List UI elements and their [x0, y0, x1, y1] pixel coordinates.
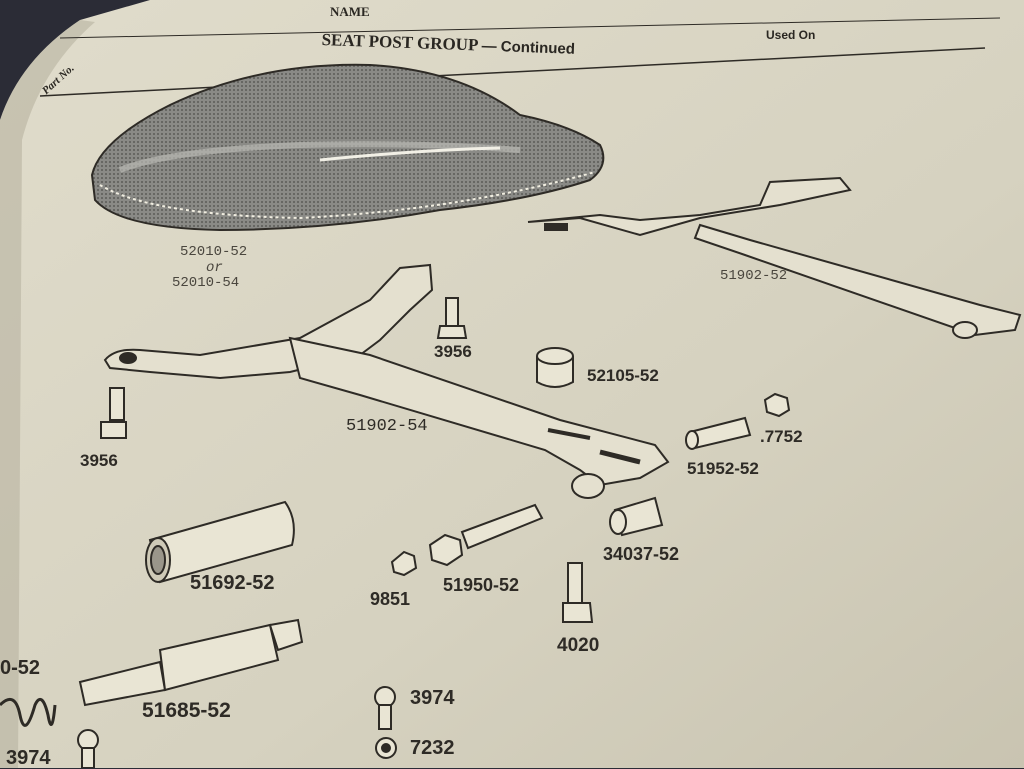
- screw-3974-lower-illustration: [77, 729, 99, 768]
- seat-part-number-alt: 52010-54: [172, 275, 240, 291]
- header-rule-2: [59, 17, 1001, 39]
- tube-51692-52-illustration: [145, 500, 295, 584]
- part-label-51902-52: 51902-52: [720, 268, 788, 284]
- nut-7752-illustration: [763, 392, 791, 418]
- spacer-52105-52-illustration: [536, 347, 574, 388]
- part-label-51950-52: 51950-52: [443, 575, 520, 595]
- washer-7232-illustration: [375, 737, 397, 759]
- bolt-4020-illustration: [562, 562, 594, 623]
- part-label-3974: 3974: [410, 687, 455, 709]
- name-column-label: NAME: [330, 4, 370, 19]
- part-label-34037-52: 34037-52: [603, 544, 680, 564]
- seat-part-or: or: [206, 260, 223, 276]
- seat-illustration: [90, 63, 605, 232]
- part-label-51685-52: 51685-52: [142, 699, 231, 722]
- part-label-51952-52: 51952-52: [687, 459, 759, 478]
- bushing-51952-52-illustration: [685, 416, 752, 450]
- bracket-51902-52-illustration: [527, 176, 1022, 339]
- part-label-52105-52: 52105-52: [587, 366, 659, 385]
- part-label-51692-52: 51692-52: [190, 572, 275, 594]
- header-rule: [39, 47, 986, 97]
- page-spine-shadow: [0, 20, 95, 768]
- part-label-9851: 9851: [370, 589, 411, 609]
- screw-3974-illustration: [374, 686, 396, 730]
- bolt-3956-upper-illustration: [436, 297, 468, 339]
- part-label-7752: .7752: [760, 427, 803, 446]
- bracket-51902-54-illustration: [103, 263, 670, 499]
- bolt-3956-lower-illustration: [100, 387, 127, 439]
- spring-illustration: [0, 697, 57, 727]
- part-label-3974-lower: 3974: [6, 747, 51, 769]
- group-title-main: SEAT POST GROUP: [321, 30, 478, 55]
- group-title-suffix: — Continued: [481, 37, 576, 58]
- part-label-partial-52: 0-52: [0, 657, 41, 679]
- part-label-4020: 4020: [557, 635, 600, 656]
- bushing-34037-52-illustration: [609, 496, 664, 537]
- used-on-column-label: Used On: [766, 28, 816, 42]
- part-label-7232: 7232: [410, 737, 455, 759]
- pin-51950-52-illustration: [390, 503, 544, 577]
- part-label-3956-lower: 3956: [80, 451, 118, 470]
- seat-part-number: 52010-52: [180, 244, 248, 260]
- part-label-51902-54: 51902-54: [346, 417, 428, 436]
- shaft-51685-52-illustration: [78, 618, 304, 707]
- part-label-3956-upper: 3956: [434, 342, 472, 361]
